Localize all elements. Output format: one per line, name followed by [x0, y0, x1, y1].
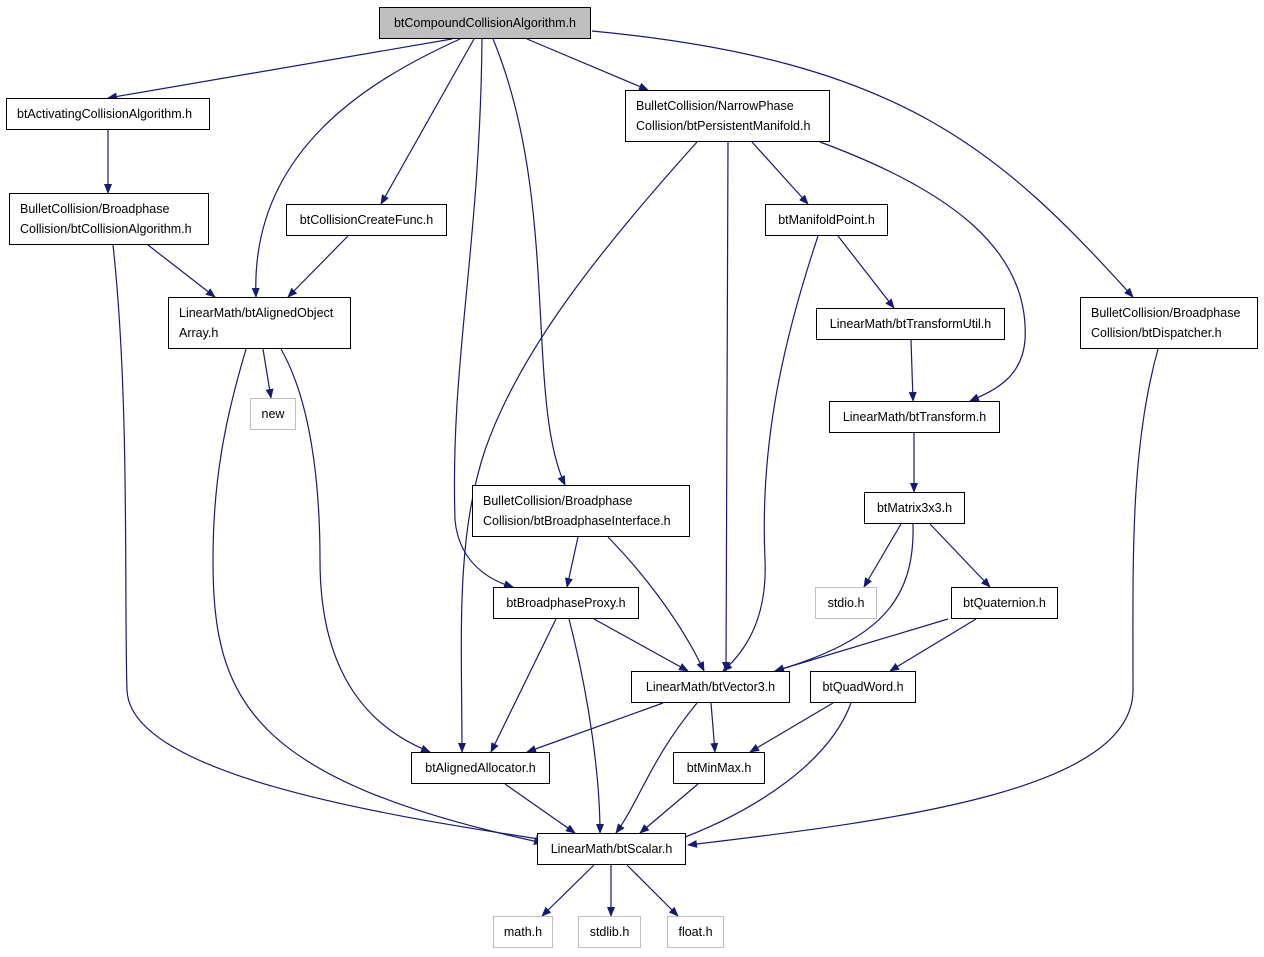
node-label: BulletCollision/Broadphase — [483, 494, 633, 508]
node-quadword[interactable]: btQuadWord.h — [810, 671, 916, 703]
edge-alignedarray-to-scalar — [212, 348, 544, 846]
node-float: float.h — [667, 916, 724, 948]
edge-scalar-to-math — [541, 864, 595, 917]
edge-allocator-to-scalar — [504, 783, 576, 834]
node-transform[interactable]: LinearMath/btTransform.h — [829, 401, 1000, 433]
edge-vector3-to-allocator — [526, 702, 664, 753]
node-label: btAlignedAllocator.h — [425, 761, 536, 775]
edge-minmax-to-scalar — [639, 783, 699, 834]
edge-root-to-dispatcher — [591, 30, 1134, 298]
node-createfunc[interactable]: btCollisionCreateFunc.h — [286, 204, 447, 236]
node-label: btActivatingCollisionAlgorithm.h — [17, 107, 193, 121]
edge-dispatcher-to-scalar — [687, 348, 1159, 848]
node-matrix[interactable]: btMatrix3x3.h — [864, 492, 965, 524]
node-label: BulletCollision/Broadphase — [20, 202, 170, 216]
edge-vector3-to-scalar — [615, 702, 698, 834]
node-math: math.h — [493, 916, 553, 948]
edge-createfunc-to-alignedarray — [287, 235, 349, 298]
edge-bpproxy-to-scalar — [568, 618, 604, 834]
node-label: float.h — [678, 925, 713, 939]
node-label: new — [261, 407, 285, 421]
node-label: BulletCollision/NarrowPhase — [636, 99, 794, 113]
edge-matrix-to-quaternion — [929, 523, 991, 588]
node-allocator[interactable]: btAlignedAllocator.h — [411, 752, 550, 784]
node-label: BulletCollision/Broadphase — [1091, 306, 1241, 320]
edge-bpproxy-to-vector3 — [593, 618, 689, 672]
edge-root-to-activating — [107, 38, 453, 101]
edge-collalgo-to-alignedarray — [147, 244, 216, 298]
node-stdio: stdio.h — [815, 587, 877, 619]
node-label: btCompoundCollisionAlgorithm.h — [393, 16, 577, 30]
node-root[interactable]: btCompoundCollisionAlgorithm.h — [379, 7, 591, 39]
edge-quadword-to-scalar — [671, 702, 852, 843]
node-label: LinearMath/btScalar.h — [550, 842, 673, 856]
edge-bpproxy-to-allocator — [490, 618, 557, 753]
node-label: LinearMath/btTransformUtil.h — [829, 317, 992, 331]
edge-persistent-to-allocator — [457, 141, 698, 753]
node-label: Array.h — [179, 326, 219, 340]
node-scalar[interactable]: LinearMath/btScalar.h — [537, 833, 686, 865]
node-label: Collision/btPersistentManifold.h — [636, 119, 811, 133]
edge-manifoldpoint-to-vector3 — [722, 235, 819, 672]
edge-root-to-createfunc — [380, 38, 475, 205]
node-manifoldpoint[interactable]: btManifoldPoint.h — [765, 204, 888, 236]
node-label: btQuaternion.h — [963, 596, 1046, 610]
edge-matrix-to-stdio — [863, 523, 902, 588]
node-activating[interactable]: btActivatingCollisionAlgorithm.h — [6, 98, 210, 130]
edge-alignedarray-to-new — [262, 348, 274, 399]
node-label: stdlib.h — [589, 925, 630, 939]
node-stdlib: stdlib.h — [578, 916, 641, 948]
node-label: btBroadphaseProxy.h — [506, 596, 626, 610]
node-label: Collision/btDispatcher.h — [1091, 326, 1222, 340]
node-label: btMinMax.h — [686, 761, 752, 775]
node-label: btCollisionCreateFunc.h — [299, 213, 434, 227]
edge-matrix-to-vector3 — [774, 523, 914, 673]
node-bpproxy[interactable]: btBroadphaseProxy.h — [493, 587, 639, 619]
node-new: new — [250, 398, 296, 430]
node-label: LinearMath/btVector3.h — [645, 680, 776, 694]
node-label: Collision/btBroadphaseInterface.h — [483, 514, 671, 528]
node-label: stdio.h — [827, 596, 865, 610]
edge-bpinterface-to-bpproxy — [565, 536, 579, 588]
node-label: LinearMath/btAlignedObject — [179, 306, 334, 320]
node-label: btQuadWord.h — [822, 680, 904, 694]
edge-scalar-to-float — [626, 864, 679, 917]
node-label: math.h — [503, 925, 543, 939]
node-label: btManifoldPoint.h — [778, 213, 875, 227]
edge-persistent-to-manifoldpoint — [751, 141, 809, 205]
edge-collalgo-to-scalar — [112, 244, 546, 843]
edge-quadword-to-minmax — [749, 702, 834, 753]
node-label: LinearMath/btTransform.h — [842, 410, 987, 424]
dependency-edges — [104, 30, 1159, 917]
edge-alignedarray-to-allocator — [280, 348, 431, 753]
edge-transformutil-to-transform — [908, 339, 917, 402]
edge-quaternion-to-vector3 — [774, 618, 949, 673]
node-quaternion[interactable]: btQuaternion.h — [951, 587, 1058, 619]
edge-persistent-to-transform — [819, 141, 1026, 402]
node-minmax[interactable]: btMinMax.h — [673, 752, 765, 784]
edge-vector3-to-minmax — [710, 702, 719, 753]
edge-quaternion-to-quadword — [889, 618, 977, 672]
edge-root-to-alignedarray — [251, 38, 461, 298]
node-transformutil[interactable]: LinearMath/btTransformUtil.h — [816, 308, 1005, 340]
edge-root-to-persistent — [526, 38, 649, 91]
edge-bpinterface-to-vector3 — [607, 536, 705, 672]
edge-persistent-to-vector3 — [722, 141, 731, 672]
edge-root-to-bpinterface — [492, 38, 566, 486]
node-label: Collision/btCollisionAlgorithm.h — [20, 222, 192, 236]
node-vector3[interactable]: LinearMath/btVector3.h — [631, 671, 790, 703]
edge-manifoldpoint-to-transformutil — [837, 235, 895, 309]
node-label: btMatrix3x3.h — [876, 501, 953, 515]
edge-root-to-bpproxy — [453, 38, 514, 588]
